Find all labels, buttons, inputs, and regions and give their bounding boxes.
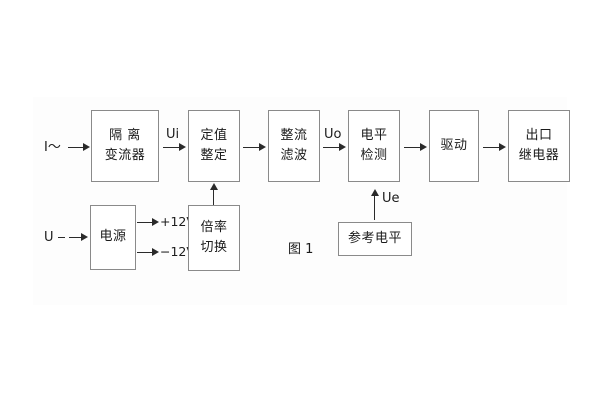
voltage-input-label: U (44, 230, 54, 245)
signal-ue-label: Ue (382, 191, 400, 206)
isolation-transformer-block[interactable]: 隔 离 变流器 (91, 110, 159, 182)
multiplier-switch-block[interactable]: 倍率 切换 (188, 205, 240, 271)
setpoint-adjust-line-2: 整定 (200, 148, 228, 163)
voltage-input-dash (58, 237, 65, 238)
driver-to-relay-line (483, 147, 501, 148)
setpoint-to-rectify-line (243, 147, 261, 148)
current-input-arrowhead (83, 143, 90, 151)
level-to-driver-arrowhead (420, 143, 427, 151)
figure-caption: 图 1 (288, 242, 314, 257)
isolation-transformer-line-1: 隔 离 (109, 127, 141, 143)
level-detect-line-1: 电平 (360, 127, 388, 143)
rectify-filter-line-1: 整流 (280, 127, 308, 143)
level-detect-block[interactable]: 电平 检测 (348, 110, 400, 182)
reference-level-label: 参考电平 (347, 230, 402, 246)
rail-negative-line (137, 252, 155, 253)
output-relay-line-2: 继电器 (518, 148, 560, 163)
signal-uo-label: Uo (324, 127, 342, 142)
uo-line (323, 147, 341, 148)
setpoint-adjust-block[interactable]: 定值 整定 (188, 110, 240, 182)
driver-label: 驱动 (440, 137, 468, 153)
driver-to-relay-arrowhead (499, 143, 506, 151)
voltage-input-line (69, 237, 83, 238)
setpoint-to-rectify-arrowhead (259, 143, 266, 151)
rail-negative-arrowhead (152, 248, 159, 256)
uo-arrowhead (339, 143, 346, 151)
rail-negative-label: −12V (160, 244, 195, 259)
level-to-driver-line (404, 147, 422, 148)
rectify-filter-block[interactable]: 整流 滤波 (268, 110, 320, 182)
rail-positive-line (137, 222, 155, 223)
reference-level-block[interactable]: 参考电平 (338, 222, 412, 256)
ui-arrowhead (179, 143, 186, 151)
isolation-transformer-line-2: 变流器 (104, 148, 146, 163)
output-relay-line-1: 出口 (525, 127, 553, 143)
driver-block[interactable]: 驱动 (429, 110, 479, 182)
rail-positive-label: +12V (160, 214, 195, 229)
rail-positive-arrowhead (152, 218, 159, 226)
multiplier-to-setpoint-arrowhead (210, 183, 218, 190)
reference-to-level-arrowhead (371, 189, 379, 196)
power-supply-label: 电源 (99, 229, 127, 245)
current-input-line (68, 147, 85, 148)
multiplier-to-setpoint-line (213, 190, 214, 205)
multiplier-switch-line-1: 倍率 (200, 219, 228, 235)
voltage-input-arrowhead (81, 233, 88, 241)
multiplier-switch-line-2: 切换 (200, 240, 228, 255)
signal-ui-label: Ui (166, 127, 180, 142)
output-relay-block[interactable]: 出口 继电器 (508, 110, 570, 182)
setpoint-adjust-line-1: 定值 (200, 127, 228, 143)
rectify-filter-line-2: 滤波 (280, 148, 308, 163)
current-input-label: I～ (44, 140, 61, 155)
ui-line (163, 147, 181, 148)
reference-to-level-line (374, 196, 375, 220)
power-supply-block[interactable]: 电源 (90, 205, 136, 270)
level-detect-line-2: 检测 (360, 148, 388, 163)
